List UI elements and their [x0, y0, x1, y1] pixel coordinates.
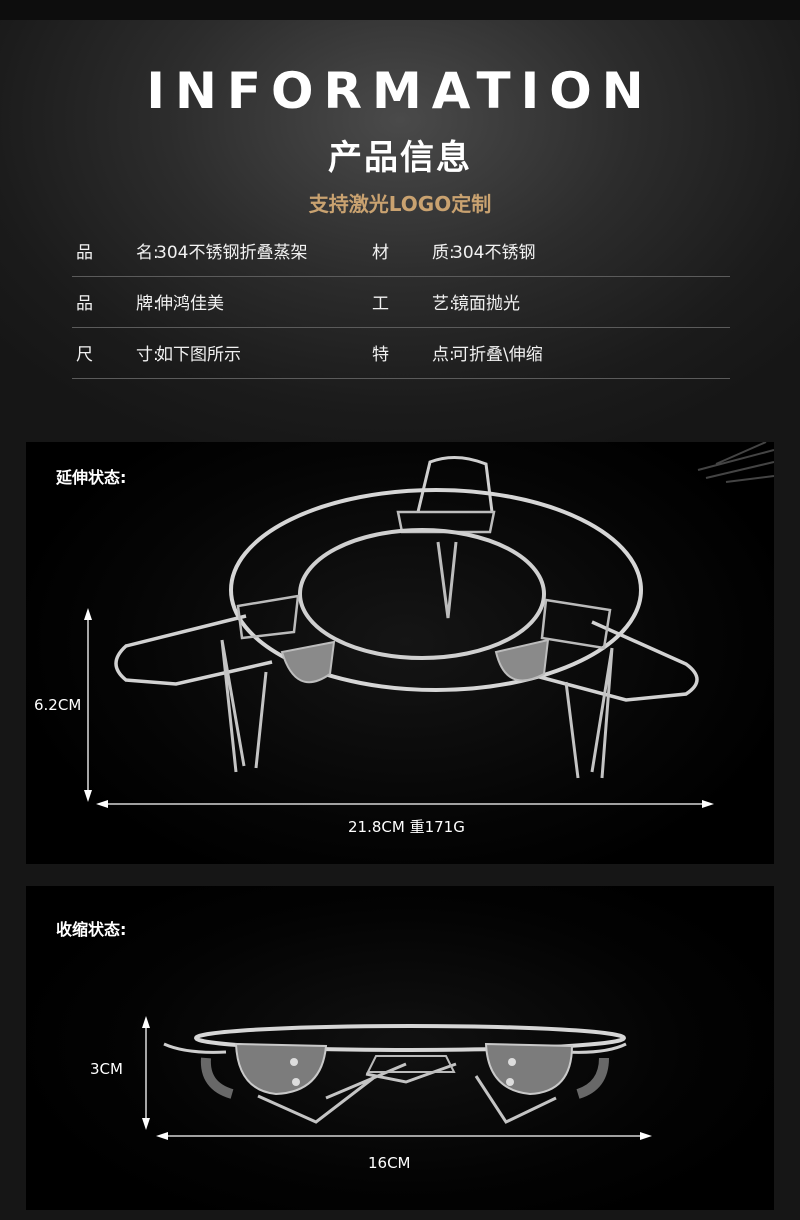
extended-rack-illustration	[84, 442, 774, 808]
info-label-char1: 材	[372, 243, 389, 263]
info-row: 品 名:304不锈钢折叠蒸架 材 质:304不锈钢	[72, 226, 730, 277]
collapsed-state-panel: 收缩状态: 3CM 16CM	[26, 886, 774, 1210]
info-label-char2: 质:	[432, 243, 455, 263]
info-value: 镜面抛光	[452, 294, 520, 314]
info-label-char2: 寸:	[136, 345, 159, 365]
info-label-char1: 品	[76, 243, 93, 263]
info-cell-left: 品 牌:伸鸿佳美	[76, 289, 224, 314]
info-label-char1: 尺	[76, 345, 93, 365]
top-frame	[0, 0, 800, 20]
extended-width-label: 21.8CM 重171G	[348, 818, 465, 836]
extended-state-panel: 延伸状态: 6.2CM 21.8CM	[26, 442, 774, 864]
info-cell-right: 特 点:可折叠\伸缩	[372, 340, 543, 365]
info-label-char2: 名:	[136, 243, 159, 263]
extended-state-label: 延伸状态:	[56, 468, 127, 487]
logo-customization-tagline: 支持激光LOGO定制	[308, 192, 492, 216]
info-label-char2: 牌:	[136, 294, 159, 314]
info-label-char2: 艺:	[432, 294, 455, 314]
info-value: 304不锈钢	[452, 243, 536, 263]
info-value: 可折叠\伸缩	[452, 345, 543, 365]
collapsed-rack-illustration	[142, 1016, 652, 1140]
info-cell-right: 工 艺:镜面抛光	[372, 289, 520, 314]
page-subtitle: 产品信息	[328, 138, 472, 178]
info-value: 伸鸿佳美	[156, 294, 224, 314]
info-cell-left: 品 名:304不锈钢折叠蒸架	[76, 238, 307, 263]
info-label-char2: 点:	[432, 345, 455, 365]
info-row: 尺 寸:如下图所示 特 点:可折叠\伸缩	[72, 328, 730, 379]
collapsed-state-label: 收缩状态:	[56, 920, 127, 939]
product-info-table: 品名:304不锈钢折叠蒸架 材质:304不锈钢 品牌:伸鸿佳美 工艺:镜面抛光 …	[72, 226, 730, 379]
info-value: 如下图所示	[156, 345, 241, 365]
collapsed-width-label: 16CM	[368, 1154, 411, 1172]
decor-plant	[697, 442, 774, 483]
info-value: 304不锈钢折叠蒸架	[156, 243, 308, 263]
info-cell-left: 尺 寸:如下图所示	[76, 340, 241, 365]
info-label-char1: 工	[372, 294, 389, 314]
info-row: 品 牌:伸鸿佳美 工 艺:镜面抛光	[72, 277, 730, 328]
page-title: INFORMATION	[146, 62, 654, 120]
info-cell-right: 材 质:304不锈钢	[372, 238, 535, 263]
collapsed-height-label: 3CM	[90, 1060, 123, 1078]
info-label-char1: 品	[76, 294, 93, 314]
extended-height-label: 6.2CM	[34, 696, 82, 714]
info-label-char1: 特	[372, 345, 389, 365]
